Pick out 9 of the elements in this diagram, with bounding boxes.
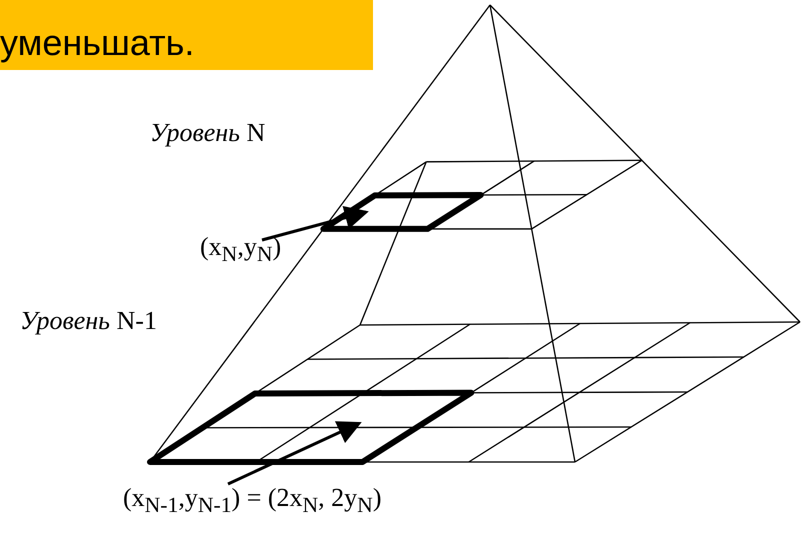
- arrow: [227, 421, 362, 486]
- highlighted-cell: [147, 390, 474, 465]
- level-label: Уровень N-1: [20, 308, 157, 334]
- arrow: [262, 206, 369, 242]
- coordinate-label: (x$_{N}$,y$_{N}$): [200, 234, 282, 266]
- level-label: Уровень N: [150, 120, 266, 146]
- heading-banner: уменьшать.: [0, 0, 373, 70]
- highlighted-cell: [320, 192, 484, 232]
- coordinate-formula: (x$_{N-1}$,y$_{N-1}$) = (2x$_{N}$, 2y$_{N}$): [123, 485, 382, 517]
